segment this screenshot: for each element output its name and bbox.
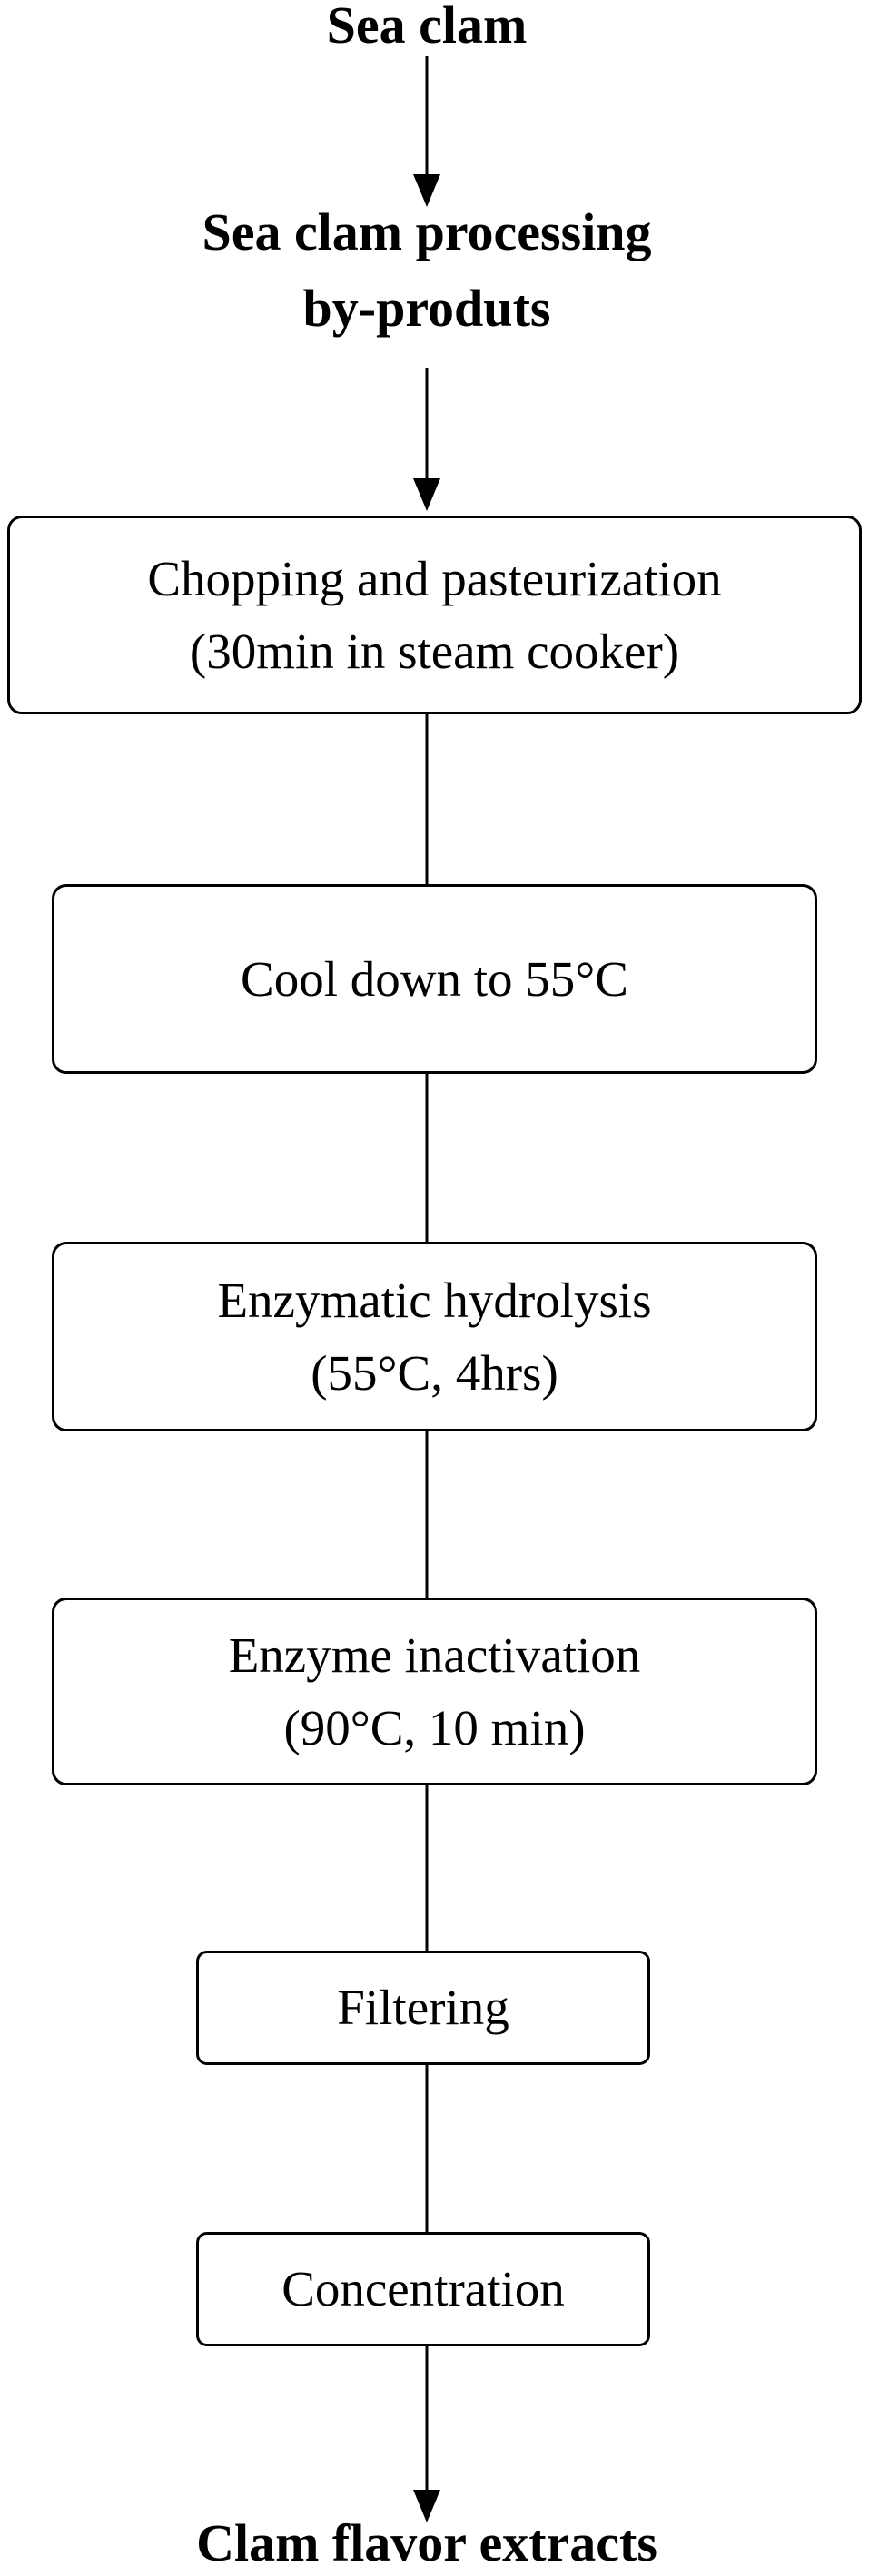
byproducts-line-2: by-produts: [302, 279, 551, 339]
step-box-cool-down: Cool down to 55°C: [52, 884, 817, 1074]
step-hydrolysis-line-1: Enzymatic hydrolysis: [217, 1272, 652, 1328]
step-concentration-label: Concentration: [281, 2261, 565, 2317]
step-box-concentration: Concentration: [196, 2232, 650, 2346]
step-box-chopping: Chopping and pasteurization (30min in st…: [7, 516, 862, 714]
step-box-filtering: Filtering: [196, 1951, 650, 2065]
step-inactivation-line-1: Enzyme inactivation: [228, 1627, 641, 1683]
step-filtering-label: Filtering: [337, 1980, 509, 2036]
arrowhead-icon: [413, 478, 440, 511]
step-inactivation-line-2: (90°C, 10 min): [283, 1699, 586, 1755]
step-chopping-line-1: Chopping and pasteurization: [147, 550, 722, 606]
step-box-enzymatic-hydrolysis: Enzymatic hydrolysis (55°C, 4hrs): [52, 1242, 817, 1431]
step-box-enzyme-inactivation: Enzyme inactivation (90°C, 10 min): [52, 1598, 817, 1785]
arrowhead-icon: [413, 174, 440, 207]
step-chopping-line-2: (30min in steam cooker): [189, 623, 680, 679]
start-node-label: Sea clam: [326, 0, 528, 54]
byproducts-line-1: Sea clam processing: [202, 202, 652, 261]
step-cool-down-line-1: Cool down to 55°C: [241, 950, 628, 1007]
end-node-label: Clam flavor extracts: [196, 2513, 657, 2572]
step-hydrolysis-line-2: (55°C, 4hrs): [311, 1344, 558, 1401]
arrowhead-icon: [413, 2490, 440, 2522]
byproducts-node-label: Sea clam processing by-produts: [202, 194, 651, 347]
